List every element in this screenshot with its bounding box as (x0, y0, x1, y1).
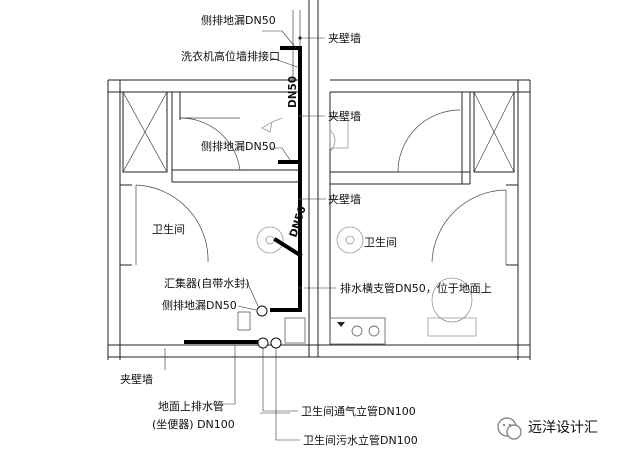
washbasin-right (336, 226, 364, 254)
label-bathroom-right: 卫生间 (364, 235, 397, 249)
label-sandwich-wall-top: 夹壁墙 (328, 31, 361, 45)
door-left-bathroom (135, 184, 209, 265)
label-pipe-dn50-upper: DN50 (287, 76, 299, 108)
door-upper-left (179, 117, 241, 171)
drain-pipe-network (184, 46, 303, 344)
fixture-small-right (329, 317, 386, 345)
vent-riser-circle (257, 337, 269, 349)
label-horizontal-branch: 排水横支管DN50，位于地面上 (340, 281, 492, 295)
label-side-drain-top: 侧排地漏DN50 (201, 13, 276, 27)
fixture-small-left (284, 317, 306, 344)
floor-drain-square-left (237, 311, 251, 331)
leader-lines (164, 30, 336, 441)
label-floor-pipe-line1: 地面上排水管 (158, 399, 224, 413)
toilet-right (427, 277, 477, 337)
label-side-drain-mid: 侧排地漏DN50 (201, 139, 276, 153)
watermark-text: 远洋设计汇 (528, 420, 598, 436)
label-sandwich-wall-mid: 夹壁墙 (328, 109, 361, 123)
watermark-logo (497, 417, 522, 440)
label-sandwich-wall-low: 夹壁墙 (328, 192, 361, 206)
label-sandwich-wall-bottom: 夹壁墙 (120, 372, 153, 386)
label-washer-outlet: 洗衣机高位墙排接口 (181, 49, 280, 63)
collector-circle (256, 305, 268, 317)
label-floor-pipe-line2: (坐便器) DN100 (152, 418, 235, 431)
label-bathroom-left: 卫生间 (152, 222, 185, 236)
leader-dots (298, 36, 302, 290)
door-upper-right (397, 109, 461, 173)
label-sewage-riser: 卫生间污水立管DN100 (303, 433, 418, 447)
sewage-riser-circle (270, 337, 282, 349)
label-vent-riser: 卫生间通气立管DN100 (301, 404, 416, 418)
window-shaft-left (122, 91, 168, 173)
washer-area-mark (261, 117, 349, 153)
label-side-drain-low: 侧排地漏DN50 (162, 298, 237, 312)
window-shaft-right (473, 91, 515, 173)
door-right-bathroom (431, 189, 507, 265)
label-collector: 汇集器(自带水封) (164, 276, 250, 290)
label-pipe-dn50-lower: DN50 (287, 205, 308, 239)
